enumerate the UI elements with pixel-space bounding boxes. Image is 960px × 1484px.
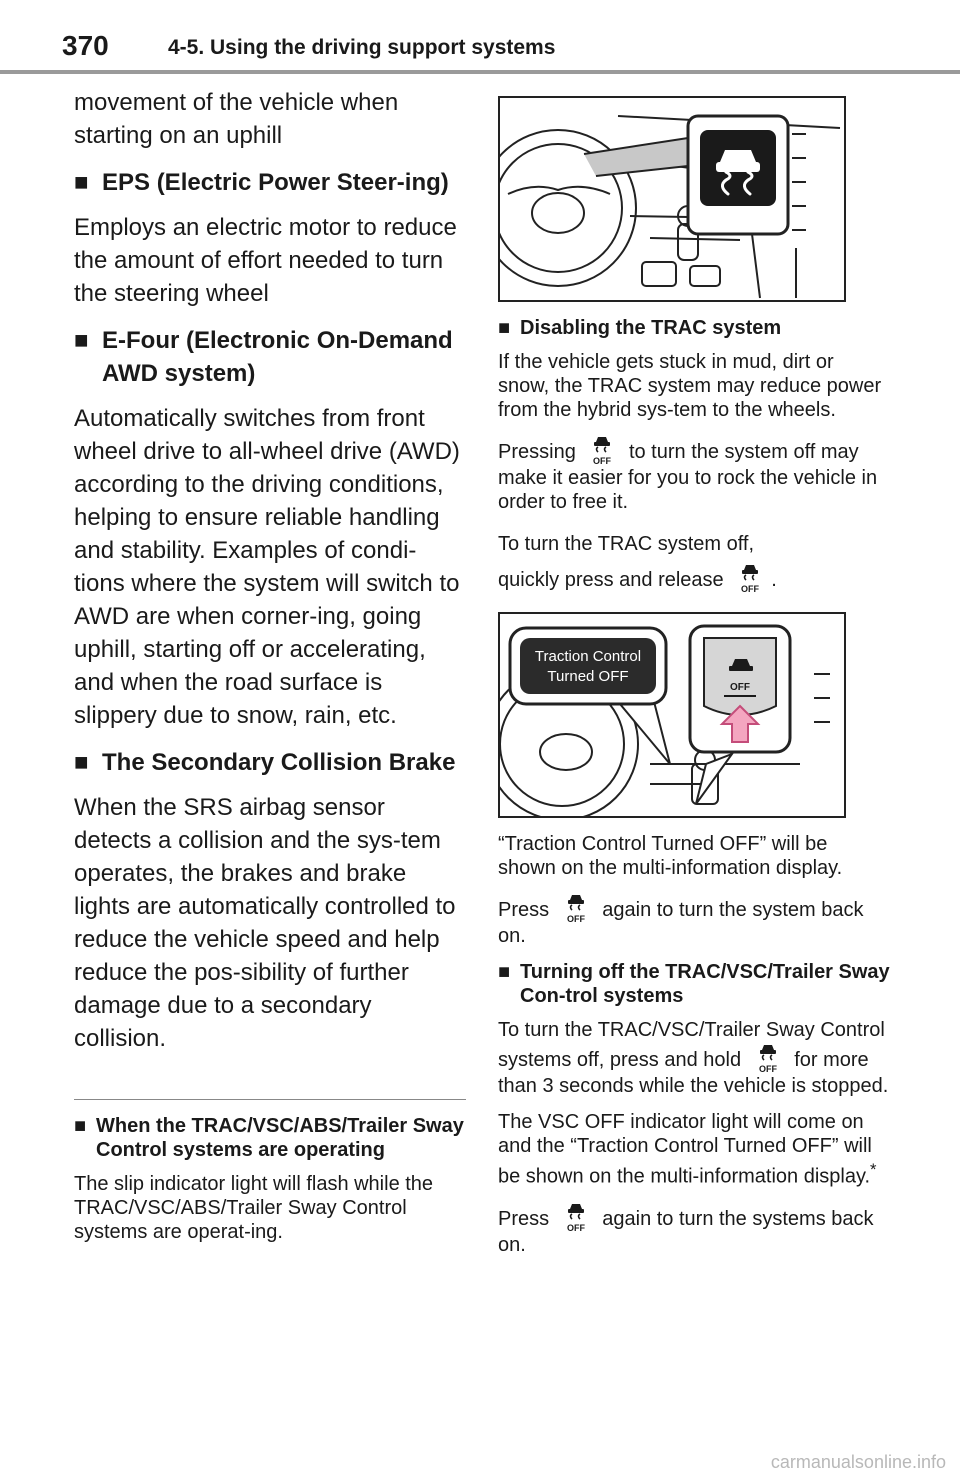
button-pointer	[695, 751, 735, 805]
off-label: OFF	[593, 456, 611, 466]
disable-p3-line2: quickly press and release	[498, 569, 724, 591]
after-p1: “Traction Control Turned OFF” will be sh…	[498, 833, 843, 879]
scb-heading: ■ The Secondary Collision Brake	[74, 746, 466, 779]
trac-off-icon: OFF	[585, 434, 619, 466]
panel-lines	[792, 133, 806, 231]
panel-lines	[814, 673, 830, 723]
disable-p3-line1: To turn the TRAC system off,	[498, 533, 755, 555]
dashboard-illustration	[500, 114, 841, 299]
bullet-square-icon: ■	[498, 317, 511, 339]
bullet-square-icon: ■	[74, 749, 89, 776]
disable-p1: If the vehicle gets stuck in mud, dirt o…	[498, 351, 882, 421]
efour-heading-text: E-Four (Electronic On-Demand AWD system)	[102, 327, 453, 387]
button-panel	[703, 637, 777, 716]
turnoff-p1-end: for more than 3 seconds while the vehicl…	[498, 1049, 889, 1097]
disable-p3: To turn the TRAC system off, quickly pre…	[498, 526, 890, 598]
button-off-label: OFF	[730, 682, 750, 693]
turnoff-p2: The VSC OFF indicator light will come on…	[498, 1110, 890, 1189]
bullet-square-icon: ■	[74, 169, 89, 196]
console-line	[649, 237, 741, 241]
slip-car-glyph	[716, 150, 760, 172]
footnote-marker: *	[870, 1160, 877, 1179]
after-p2: Press OFF again to turn the system back …	[498, 892, 890, 948]
steering-wheel-inner	[500, 143, 623, 273]
traction-off-illustration: Traction Control Turned OFF OFF	[500, 624, 830, 816]
bullet-square-icon: ■	[74, 327, 89, 354]
intro-text: movement of the vehicle when starting on…	[74, 89, 399, 149]
console-button	[641, 261, 677, 287]
callout-shadow	[584, 138, 688, 176]
note-divider	[74, 1099, 466, 1100]
off-label: OFF	[759, 1064, 777, 1074]
turnoff-p1: To turn the TRAC/VSC/Trailer Sway Contro…	[498, 1018, 890, 1098]
steering-hub	[531, 192, 585, 234]
eps-body: Employs an electric motor to reduce the …	[74, 214, 457, 307]
after-p2-start: Press	[498, 899, 550, 921]
traction-off-figure: Traction Control Turned OFF OFF	[498, 612, 846, 818]
note-body: The slip indicator light will flash whil…	[74, 1173, 434, 1243]
steering-hub	[539, 733, 593, 771]
page-number: 370	[62, 30, 109, 61]
turnoff-p2-text: The VSC OFF indicator light will come on…	[498, 1111, 872, 1188]
turnoff-p3-end: again to turn the systems back on.	[498, 1207, 874, 1256]
right-column: ■ Disabling the TRAC system If the vehicl…	[498, 96, 890, 1269]
note-heading-text: When the TRAC/VSC/ABS/Trailer Sway Contr…	[96, 1115, 464, 1161]
page-header: 370 4-5. Using the driving support syste…	[0, 0, 960, 80]
disable-p2-start: Pressing	[498, 441, 576, 463]
watermark: carmanualsonline.info	[770, 1452, 946, 1472]
disable-p2-end: to turn the system off may make it easie…	[498, 441, 878, 513]
efour-body: Automatically switches from front wheel …	[74, 405, 460, 729]
disable-heading-text: Disabling the TRAC system	[520, 317, 782, 339]
turnoff-p1-start: To turn the TRAC/VSC/Trailer Sway Contro…	[498, 1019, 885, 1071]
after-p2-end: again to turn the system back on.	[498, 899, 864, 947]
steering-spoke	[507, 185, 611, 195]
off-label: OFF	[741, 584, 759, 594]
trac-off-icon: OFF	[559, 1201, 593, 1233]
message-display	[520, 638, 656, 694]
section-title: 4-5. Using the driving support systems	[168, 36, 556, 59]
scb-body: When the SRS airbag sensor detects a col…	[74, 794, 456, 1052]
console-line	[650, 763, 800, 785]
trac-off-icon: OFF	[751, 1042, 785, 1074]
turnoff-p3-start: Press	[498, 1207, 550, 1230]
trac-off-icon: OFF	[733, 562, 767, 594]
steering-wheel-outline	[500, 129, 637, 287]
bullet-square-icon: ■	[498, 961, 511, 983]
scb-heading-text: The Secondary Collision Brake	[102, 749, 456, 776]
efour-heading: ■ E-Four (Electronic On-Demand AWD system…	[74, 324, 466, 390]
turnoff-p3: Press OFF again to turn the systems back…	[498, 1201, 890, 1257]
button-car-glyph	[729, 659, 753, 671]
off-label: OFF	[567, 1223, 585, 1233]
console-button	[689, 265, 721, 287]
off-label: OFF	[567, 914, 585, 924]
slip-indicator-figure	[498, 96, 846, 302]
press-arrow-icon	[719, 704, 761, 743]
note-heading: ■ When the TRAC/VSC/ABS/Trailer Sway Cont…	[74, 1114, 466, 1162]
eps-heading-text: EPS (Electric Power Steer-ing)	[102, 169, 449, 196]
message-line2: Turned OFF	[547, 668, 628, 685]
disable-p2: Pressing OFF to turn the system off may …	[498, 434, 890, 514]
header-divider	[0, 70, 960, 74]
left-column: movement of the vehicle when starting on…	[74, 86, 466, 1256]
message-line1: Traction Control	[535, 648, 641, 665]
disable-p3-period: .	[771, 569, 777, 591]
turnoff-heading-text: Turning off the TRAC/VSC/Trailer Sway Co…	[520, 961, 890, 1007]
disable-heading: ■ Disabling the TRAC system	[498, 316, 890, 340]
turnoff-heading: ■ Turning off the TRAC/VSC/Trailer Sway C…	[498, 960, 890, 1008]
callout-pointer	[583, 137, 689, 177]
eps-heading: ■ EPS (Electric Power Steer-ing)	[74, 166, 466, 199]
bullet-square-icon: ■	[74, 1115, 87, 1137]
slip-tracks-glyph	[721, 170, 754, 196]
trac-off-icon: OFF	[559, 892, 593, 924]
